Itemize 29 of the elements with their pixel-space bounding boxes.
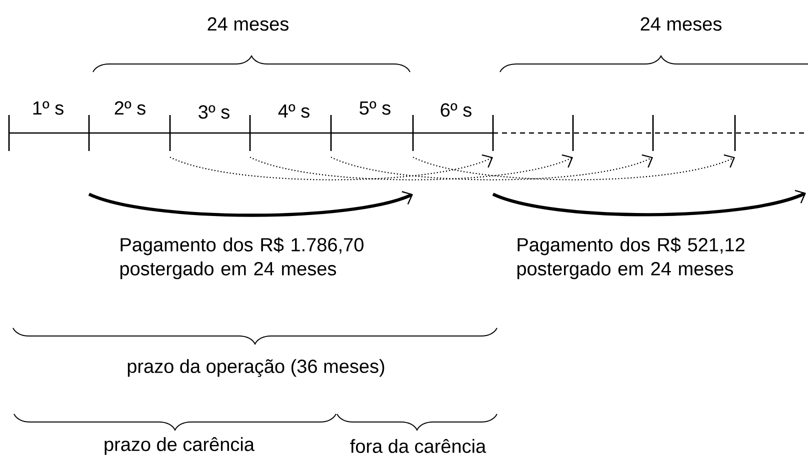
tick-mark xyxy=(249,115,251,151)
tick-mark xyxy=(652,115,654,151)
tick-mark xyxy=(492,115,494,151)
axis-label: 24 meses xyxy=(208,17,288,31)
arrow xyxy=(250,154,573,180)
axis-label: prazo da operação (36 meses) xyxy=(128,359,384,377)
arrow xyxy=(170,154,493,180)
arrow xyxy=(88,191,413,217)
tick-mark xyxy=(169,115,171,151)
arrow xyxy=(412,154,735,180)
axis-label: 5º s xyxy=(360,101,390,115)
tick-mark xyxy=(88,115,90,151)
arrow xyxy=(492,190,806,216)
axis-label: 2º s xyxy=(114,101,146,115)
axis-label: 24 meses xyxy=(640,17,722,31)
axis-label: fora da carência xyxy=(350,438,486,453)
edge-label: Pagamento dos R$ 521,12 postergado em 24 meses xyxy=(517,237,744,280)
tick-mark xyxy=(572,115,574,151)
tick-mark xyxy=(412,115,414,151)
tick-mark xyxy=(330,115,332,151)
axis-label: 1º s xyxy=(33,101,64,115)
axis-label: 6º s xyxy=(440,103,472,117)
tick-mark xyxy=(734,115,736,151)
arrow xyxy=(330,154,653,180)
axis-label: 3º s xyxy=(198,105,230,119)
axis-label: prazo de carência xyxy=(104,437,254,455)
axis-label: 4º s xyxy=(278,104,310,118)
tick-mark xyxy=(8,115,10,151)
edge-label: Pagamento dos R$ 1.786,70 postergado em 24 meses xyxy=(120,237,364,280)
